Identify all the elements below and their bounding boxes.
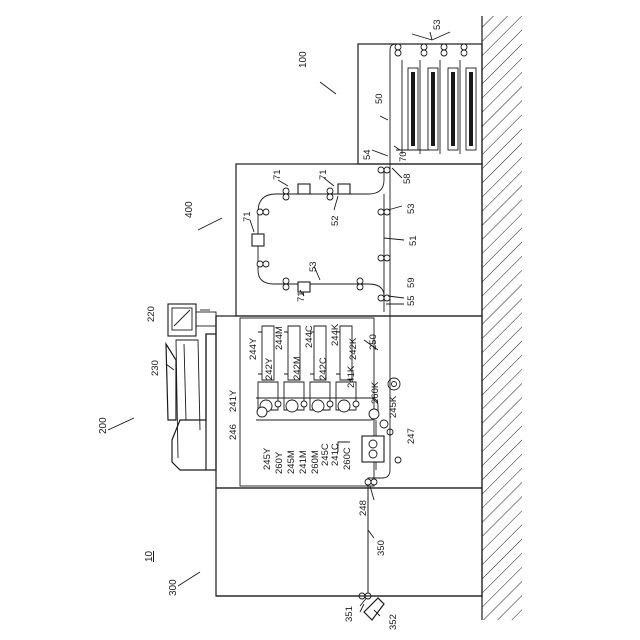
feeder-unit <box>216 488 482 620</box>
label-300: 300 <box>168 579 179 596</box>
label-52: 52 <box>330 215 341 226</box>
label-248: 248 <box>358 500 369 516</box>
label-246: 246 <box>228 424 239 440</box>
label-242C: 242C <box>318 357 329 380</box>
label-247: 247 <box>406 428 417 444</box>
sensor-71-top-right <box>338 184 350 194</box>
label-53-c: 53 <box>308 261 319 272</box>
label-70: 70 <box>398 151 409 162</box>
label-58: 58 <box>402 173 413 184</box>
label-244K: 244K <box>330 323 341 346</box>
operation-panel <box>168 304 216 336</box>
label-53-top: 53 <box>432 19 443 30</box>
process-units <box>258 382 359 412</box>
label-244M: 244M <box>274 326 285 350</box>
label-242K: 242K <box>348 337 359 360</box>
transport-rollers <box>257 167 390 301</box>
transport-unit <box>236 164 482 316</box>
manual-feed-tray <box>364 598 384 620</box>
ground-hatch <box>482 16 522 620</box>
label-241C: 241C <box>330 443 341 466</box>
label-241M: 241M <box>298 450 309 474</box>
sensor-71-left <box>252 234 264 246</box>
label-71-d: 71 <box>296 291 307 302</box>
label-352: 352 <box>388 614 399 630</box>
label-351: 351 <box>344 606 355 622</box>
label-59: 59 <box>406 277 417 288</box>
label-260K: 260K <box>370 381 381 404</box>
label-200: 200 <box>98 417 109 434</box>
label-50: 50 <box>374 93 385 104</box>
label-54: 54 <box>362 149 373 160</box>
label-71-b: 71 <box>318 169 329 180</box>
label-350: 350 <box>376 540 387 556</box>
label-245K: 245K <box>388 395 399 418</box>
label-71-a: 71 <box>272 169 283 180</box>
label-241K: 241K <box>346 365 357 388</box>
label-245Y: 245Y <box>262 447 273 470</box>
label-244Y: 244Y <box>248 337 259 360</box>
label-71-c: 71 <box>242 211 253 222</box>
label-230: 230 <box>150 360 161 376</box>
label-51: 51 <box>408 235 419 246</box>
output-trays <box>402 60 476 154</box>
label-241Y: 241Y <box>228 389 239 412</box>
label-53-b: 53 <box>406 203 417 214</box>
upper-rollers <box>395 44 467 56</box>
label-242M: 242M <box>292 356 303 380</box>
label-250: 250 <box>368 334 379 350</box>
label-400: 400 <box>184 201 195 218</box>
label-10: 10 <box>144 550 155 562</box>
scanner-unit <box>166 316 216 470</box>
label-55: 55 <box>406 295 417 306</box>
label-260C: 260C <box>342 447 353 470</box>
label-244C: 244C <box>304 325 315 348</box>
label-220: 220 <box>146 306 157 322</box>
sensor-71-top-left <box>298 184 310 194</box>
label-242Y: 242Y <box>264 357 275 380</box>
label-260Y: 260Y <box>274 451 285 474</box>
label-100: 100 <box>298 51 309 68</box>
label-245M: 245M <box>286 450 297 474</box>
